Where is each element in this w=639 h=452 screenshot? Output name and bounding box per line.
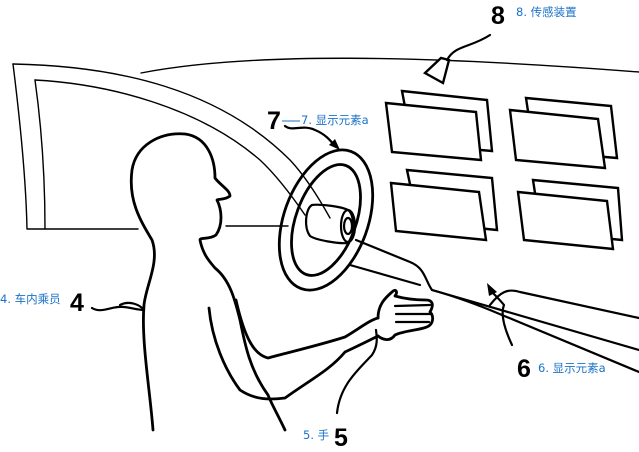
finger-line-1	[393, 303, 432, 308]
steering-hub-center	[342, 216, 354, 236]
dashboard-upper-edge	[488, 289, 639, 320]
steering-hub-cap	[339, 208, 357, 244]
display-panel-top-left	[384, 89, 494, 162]
arrow-7-head	[329, 139, 340, 150]
side-window-inner	[34, 79, 46, 230]
callout-number-5: 5	[334, 424, 348, 452]
arm-lower	[234, 298, 380, 360]
leader-4	[90, 305, 146, 312]
callout-number-6: 6	[517, 355, 531, 383]
hand-outline	[376, 288, 435, 342]
callout-number-4: 4	[70, 289, 84, 317]
leader-5	[335, 328, 378, 415]
arm-upper	[207, 306, 380, 401]
arrow-6-head	[487, 283, 497, 296]
occupant-outline	[129, 132, 287, 432]
sensing-device	[422, 56, 451, 85]
display-panel-top-right	[508, 96, 619, 170]
callout-label-4: 4. 车内乘员	[0, 292, 61, 306]
steering-wheel-outer	[277, 148, 375, 292]
callout-label-6: 6. 显示元素a	[538, 361, 606, 375]
seat-hint	[118, 301, 146, 312]
callout-label-7: 7. 显示元素a	[301, 113, 369, 127]
leader-6	[488, 288, 514, 347]
display-panel-bottom-left	[389, 168, 499, 242]
steering-wheel-inner	[290, 163, 362, 277]
side-window-outer	[12, 63, 139, 230]
callout-number-7: 7	[267, 107, 281, 135]
a-pillar-inner	[34, 79, 306, 216]
a-pillar-outer	[12, 63, 331, 219]
callout-number-8: 8	[491, 2, 505, 30]
dashboard-edge	[430, 288, 639, 374]
leader-7	[283, 124, 337, 148]
steering-column-lower	[348, 263, 422, 287]
leader-8	[445, 33, 492, 62]
callout-label-5: 5. 手	[303, 428, 330, 442]
display-panel-bottom-right	[516, 178, 624, 251]
roof-line	[140, 57, 639, 74]
callout-label-8: 8. 传感装置	[516, 5, 577, 19]
